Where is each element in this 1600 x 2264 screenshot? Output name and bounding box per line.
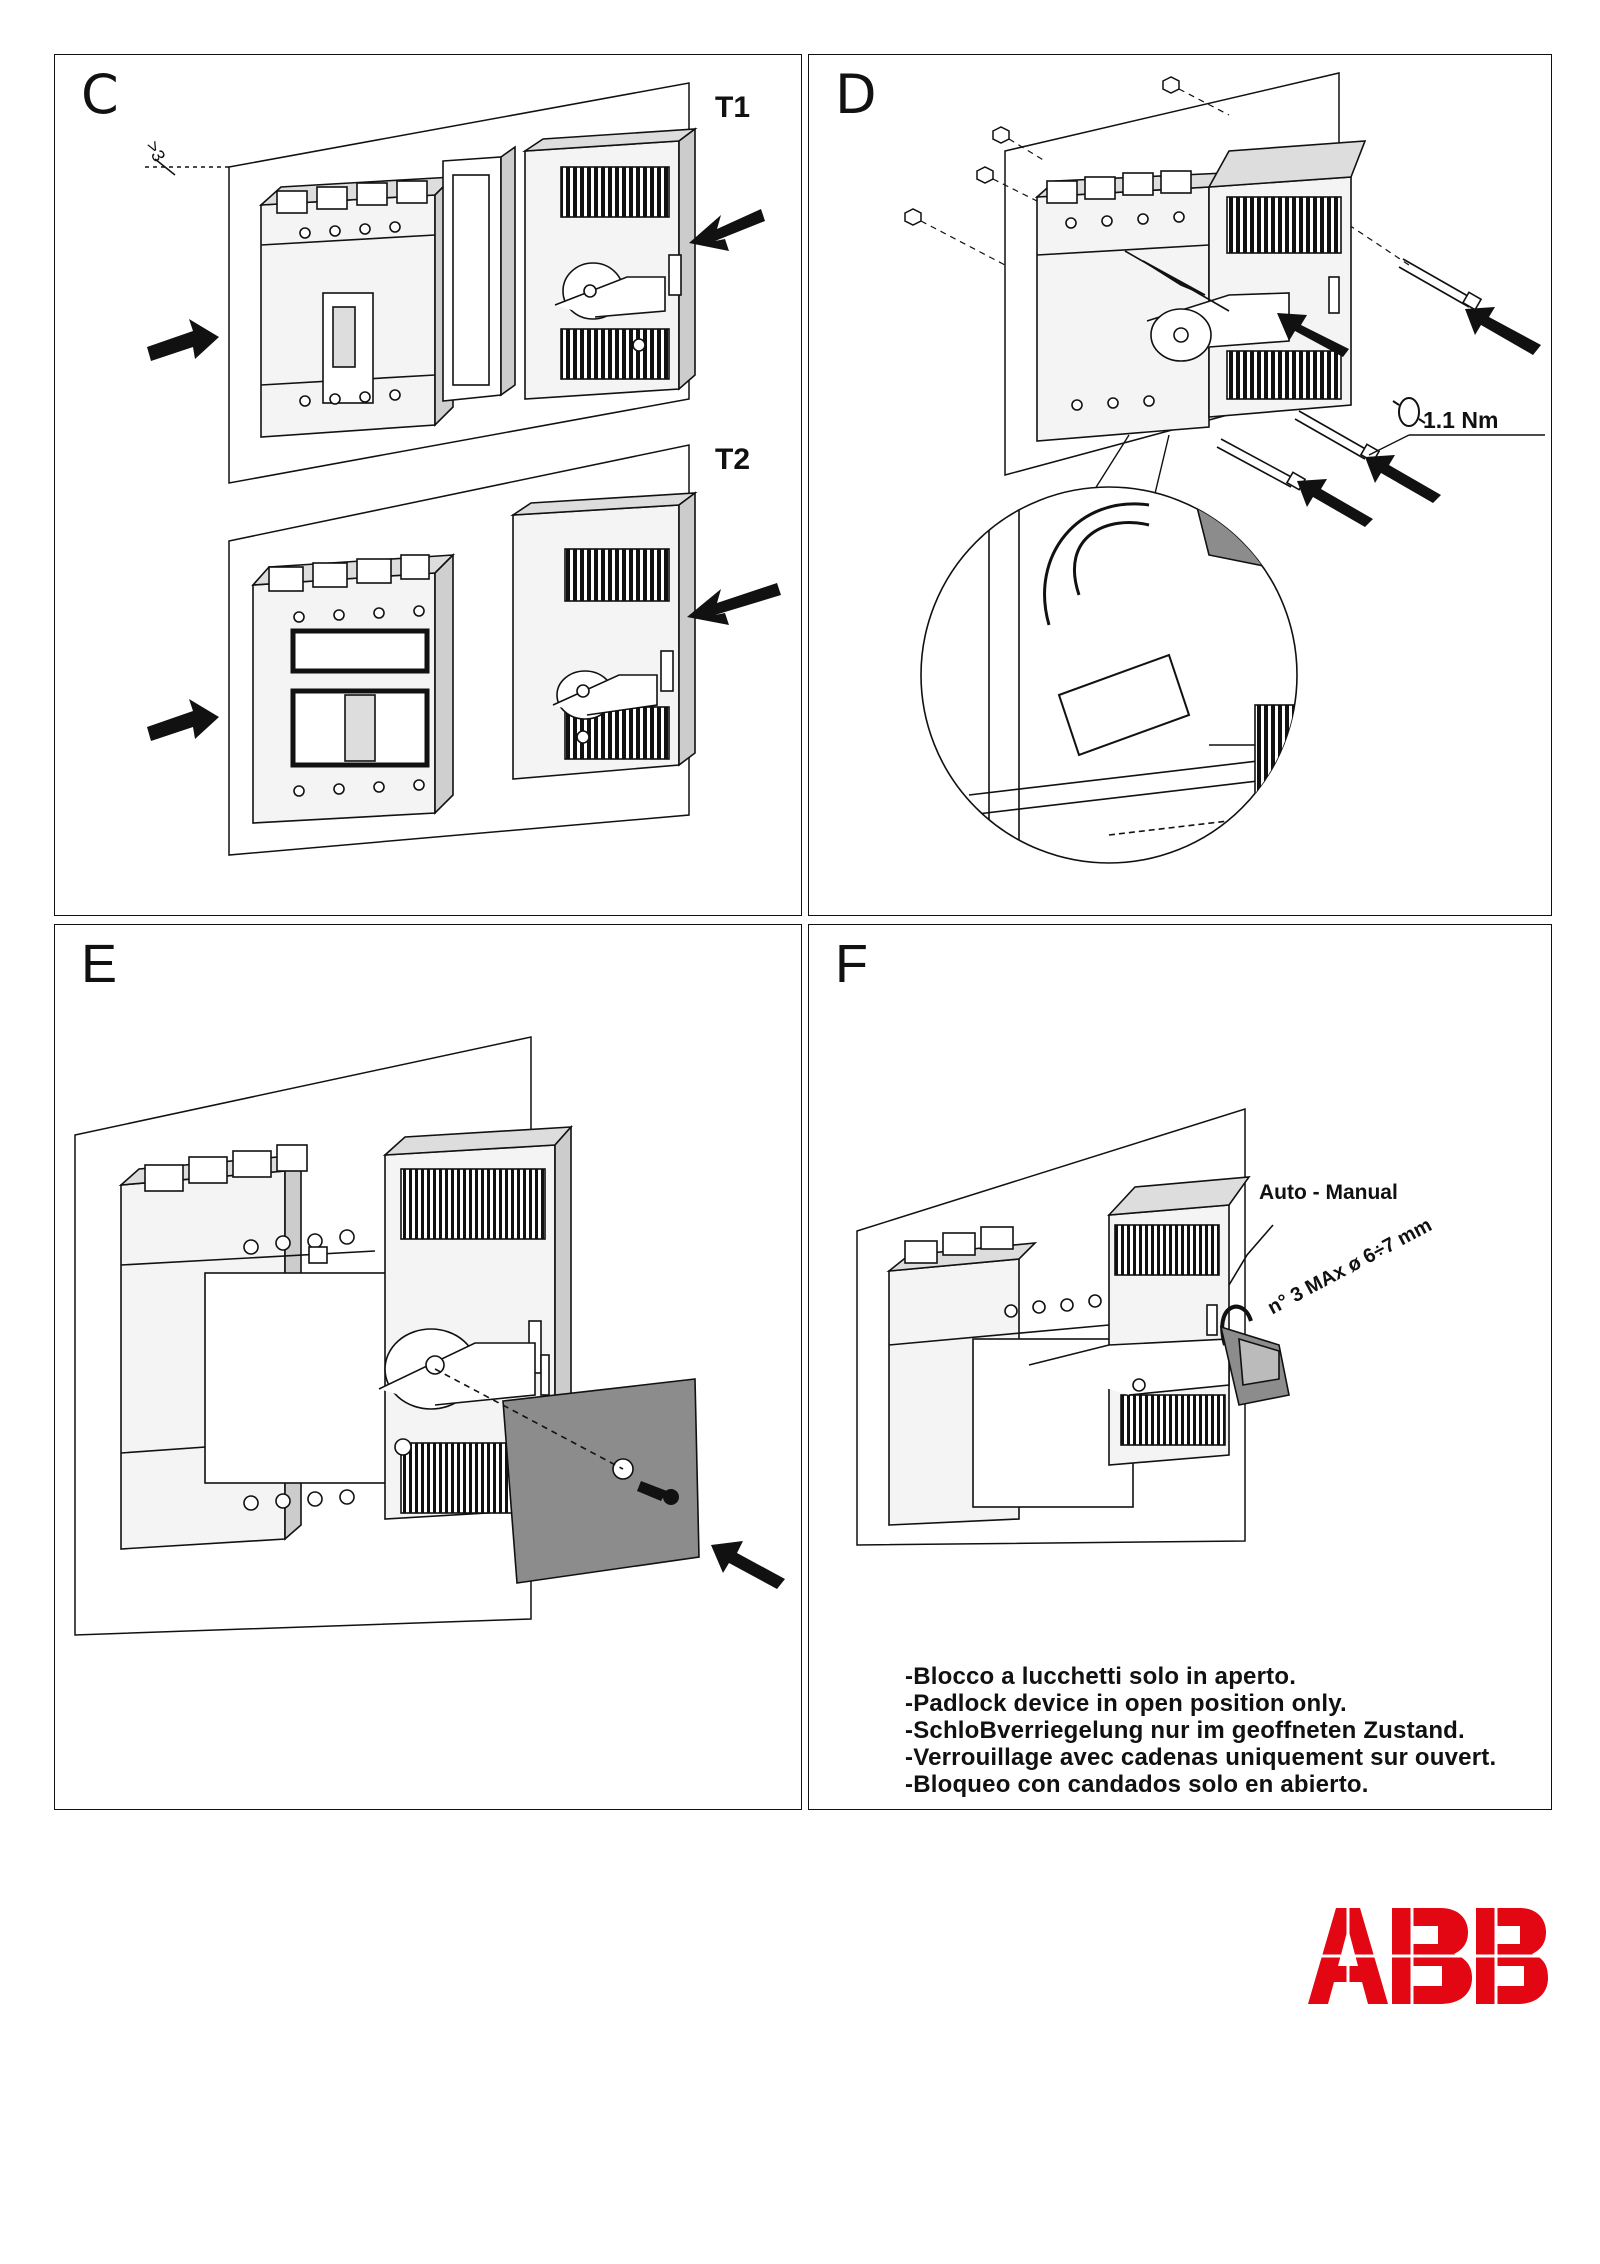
auto-manual-label: Auto - Manual	[1259, 1181, 1398, 1204]
note-german: -SchloBverriegelung nur im geoffneten Zu…	[905, 1717, 1465, 1744]
padlock-cover	[434, 1368, 700, 1584]
screw-icon	[1124, 250, 1483, 491]
note-french: -Verrouillage avec cadenas uniquement su…	[905, 1744, 1497, 1771]
panel-d: D 1.1 Nm	[808, 54, 1552, 916]
note-italian: -Blocco a lucchetti solo in aperto.	[905, 1663, 1297, 1690]
motor-operator	[1146, 140, 1367, 418]
panel-c-t2-label: T2	[715, 443, 751, 476]
t1-breaker	[258, 175, 456, 438]
panel-e-label: E	[81, 934, 118, 994]
panel-e: E	[54, 924, 802, 1810]
padlock-notes: -Blocco a lucchetti solo in aperto. -Pad…	[905, 1663, 1496, 1798]
t2-breaker	[251, 553, 456, 824]
panel-f: F Auto - Manual n° 3 MAx ø 6÷7 mm	[808, 924, 1552, 1810]
t1-adapter-frame	[442, 145, 516, 402]
motor-operator	[1028, 1176, 1251, 1466]
detail-magnified-view	[920, 486, 1298, 864]
arrow-icon	[711, 1541, 785, 1589]
panel-f-drawing	[856, 1107, 1290, 1546]
padlock-icon	[1219, 1224, 1290, 1406]
breaker	[1034, 170, 1228, 442]
panel-d-label: D	[835, 63, 877, 126]
t2-motor-operator	[510, 491, 698, 780]
arrow-icon	[1277, 307, 1541, 527]
panel-e-drawing	[74, 1036, 785, 1636]
note-english: -Padlock device in open position only.	[905, 1690, 1347, 1717]
abb-logo	[1308, 1906, 1548, 2006]
nut-icons	[904, 76, 1180, 226]
note-spanish: -Bloqueo con candados solo en abierto.	[905, 1771, 1369, 1798]
panel-c-label: C	[81, 63, 119, 126]
arrow-icon	[147, 209, 781, 741]
panel-c-drawing	[145, 82, 781, 856]
screw-icon	[637, 1481, 679, 1505]
t1-motor-operator	[522, 127, 698, 400]
torque-label: 1.1 Nm	[1423, 407, 1499, 433]
panel-c: C T1 T2 >3	[54, 54, 802, 916]
panel-d-drawing	[904, 72, 1545, 864]
panel-f-label: F	[835, 934, 868, 994]
torque-rotation-icon	[1392, 397, 1426, 427]
panel-c-t1-label: T1	[715, 91, 751, 124]
